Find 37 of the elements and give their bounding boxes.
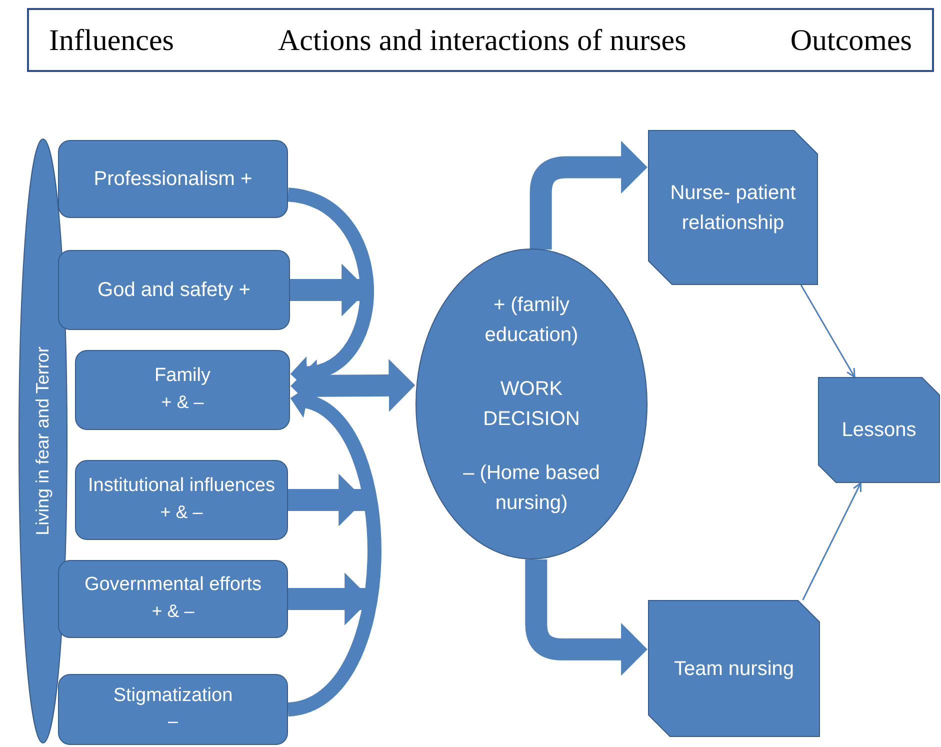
column-heading: Outcomes	[790, 22, 912, 58]
rounded-box	[58, 560, 288, 638]
rounded-box	[58, 674, 288, 745]
block-arrow	[290, 359, 416, 412]
box-label: Professionalism +	[94, 167, 252, 192]
box-label: Institutional influences	[88, 474, 275, 498]
box-label: Team nursing	[674, 656, 794, 682]
box-label: – (Home based nursing)	[462, 461, 601, 516]
rounded-box	[75, 350, 290, 430]
box-label: Governmental efforts	[84, 573, 262, 598]
box-label: Stigmatization	[113, 684, 233, 708]
box-label: God and safety +	[98, 278, 250, 303]
snipped-corner-box	[818, 377, 940, 483]
ellipse-label: Living in fear and Terror	[32, 346, 54, 536]
block-arrow	[525, 559, 648, 676]
decision-ellipse	[415, 248, 648, 560]
arrow	[800, 284, 856, 378]
snipped-corner-box	[648, 600, 820, 737]
rounded-box	[75, 460, 288, 540]
box-label: Nurse- patient relationship	[669, 180, 797, 236]
rounded-box	[58, 250, 290, 330]
arrow	[802, 482, 862, 600]
box-label: + (family education)	[484, 293, 580, 348]
snipped-corner-box	[648, 130, 818, 285]
rounded-box	[58, 140, 288, 218]
box-label: Lessons	[842, 418, 916, 443]
box-label: + & –	[160, 500, 203, 524]
column-heading: Actions and interactions of nurses	[278, 22, 686, 58]
vertical-ellipse	[18, 138, 68, 744]
box-label: –	[168, 710, 178, 734]
block-arrow	[288, 474, 365, 526]
column-heading: Influences	[49, 22, 174, 58]
box-label: Family	[154, 364, 210, 388]
box-label: WORK DECISION	[482, 377, 581, 432]
box-label: + & –	[161, 390, 204, 414]
header-box	[27, 8, 934, 72]
box-label: + & –	[152, 600, 194, 623]
